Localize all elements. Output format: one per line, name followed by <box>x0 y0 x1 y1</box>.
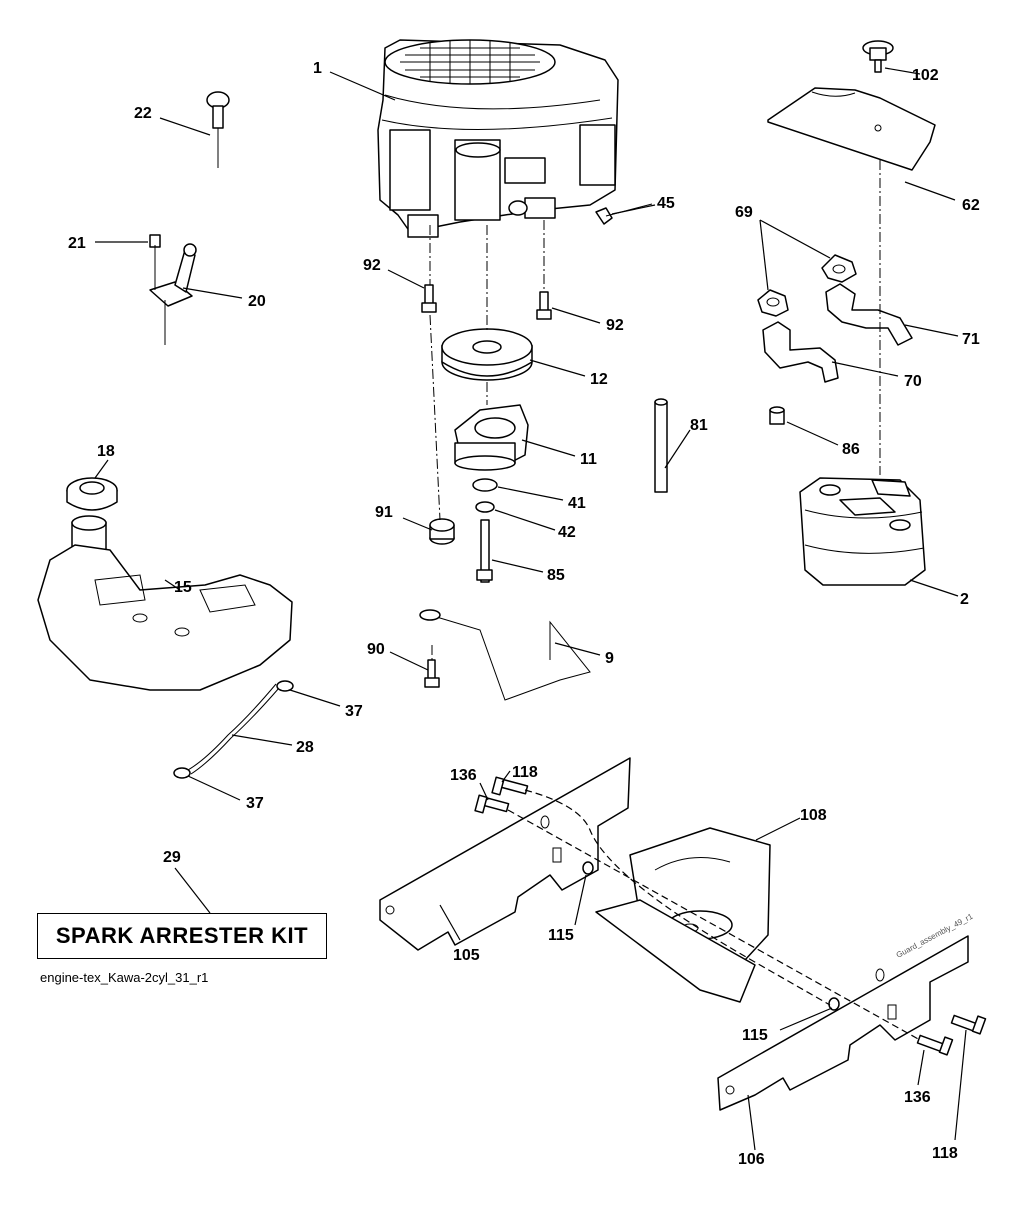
throttle-bracket-part <box>149 234 197 345</box>
bolt-118-top-part <box>491 776 529 796</box>
guard-bracket-106-part <box>717 935 969 1111</box>
callout-11: 11 <box>580 451 597 468</box>
dipstick-part <box>206 91 230 168</box>
callout-28: 28 <box>296 739 314 756</box>
callout-2: 2 <box>960 591 969 608</box>
callout-1: 1 <box>313 60 322 77</box>
bolt-118-bottom-part <box>950 1014 987 1035</box>
nut-86-part <box>769 406 785 425</box>
callout-106: 106 <box>738 1151 765 1168</box>
callout-136-top: 136 <box>450 767 477 784</box>
spark-arrester-kit-label: SPARK ARRESTER KIT <box>55 923 309 948</box>
callout-102: 102 <box>912 67 939 84</box>
guard-plate-part <box>595 827 771 1003</box>
callout-92-left: 92 <box>363 257 381 274</box>
callout-41: 41 <box>568 495 586 512</box>
callout-12: 12 <box>590 371 608 388</box>
callout-37-lower: 37 <box>246 795 264 812</box>
callout-91: 91 <box>375 504 393 521</box>
callout-70: 70 <box>904 373 922 390</box>
washer-42-part <box>475 501 495 513</box>
callout-62: 62 <box>962 197 980 214</box>
hose-clamp-lower-part <box>173 767 191 779</box>
callout-29: 29 <box>163 849 181 866</box>
fuel-line-part <box>187 683 280 775</box>
knob-part <box>862 40 894 73</box>
bracket-rod-part <box>419 609 591 701</box>
callout-45: 45 <box>657 195 675 212</box>
fuel-tank-part <box>37 515 293 691</box>
exhaust-pipe-70-part <box>762 321 839 383</box>
muffler-part <box>799 477 926 586</box>
engine-bolt-left-part <box>421 284 437 313</box>
hose-clamp-upper-part <box>276 680 294 692</box>
leader-lines <box>94 67 967 1151</box>
callout-92-right: 92 <box>606 317 624 334</box>
rod-bolt-part <box>424 659 440 688</box>
assembly-guide-lines <box>429 160 921 1041</box>
engine-part <box>377 39 653 238</box>
callout-21: 21 <box>68 235 86 252</box>
callout-118-bottom: 118 <box>932 1145 958 1162</box>
callout-15: 15 <box>174 579 192 596</box>
engine-bolt-right-part <box>536 291 552 320</box>
gaskets-part <box>757 254 857 317</box>
fuel-cap-part <box>66 477 118 511</box>
callout-81: 81 <box>690 417 708 434</box>
clutch-bolt-part <box>476 519 493 583</box>
spark-arrester-kit-box: SPARK ARRESTER KIT <box>37 913 327 959</box>
callout-108: 108 <box>800 807 827 824</box>
callout-136-bottom: 136 <box>904 1089 931 1106</box>
callout-37-upper: 37 <box>345 703 363 720</box>
callout-115-lower: 115 <box>742 1027 768 1044</box>
washer-115-upper-part <box>582 861 594 875</box>
callout-71: 71 <box>962 331 980 348</box>
diagram-file-label: engine-tex_Kawa-2cyl_31_r1 <box>40 970 209 985</box>
callout-85: 85 <box>547 567 565 584</box>
callout-90: 90 <box>367 641 385 658</box>
heat-shield-part <box>767 87 936 171</box>
washer-41-part <box>472 478 498 492</box>
clutch-part <box>454 404 529 471</box>
callout-115-upper: 115 <box>548 927 574 944</box>
callout-42: 42 <box>558 524 576 541</box>
pulley-part <box>441 328 533 381</box>
exhaust-pipe-71-part <box>825 283 913 346</box>
callout-118-top: 118 <box>512 764 538 781</box>
callout-86: 86 <box>842 441 860 458</box>
callout-20: 20 <box>248 293 266 310</box>
callout-9: 9 <box>605 650 614 667</box>
callout-labels: 1 22 21 20 92 92 12 11 41 42 85 91 90 9 … <box>68 60 980 1168</box>
callout-105: 105 <box>453 947 480 964</box>
tube-part <box>654 398 668 493</box>
callout-22: 22 <box>134 105 152 122</box>
bolt-136-top-part <box>474 794 510 814</box>
callout-18: 18 <box>97 443 115 460</box>
spacer-part <box>429 518 455 545</box>
bolt-136-bottom-part <box>916 1034 954 1056</box>
callout-69: 69 <box>735 204 753 221</box>
guard-bracket-105-part <box>379 757 631 951</box>
